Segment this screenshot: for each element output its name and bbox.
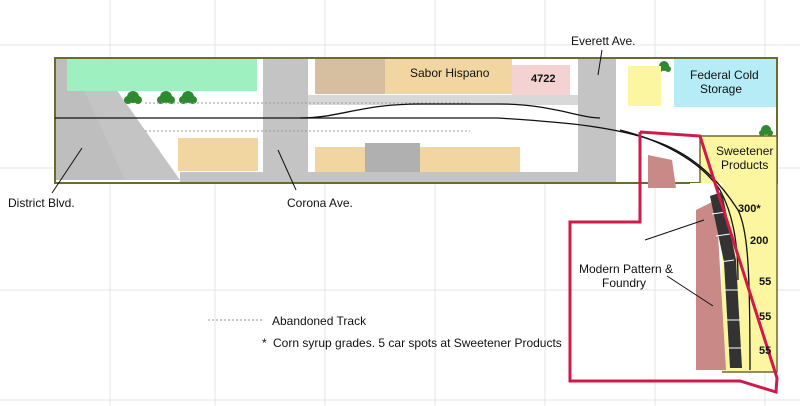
corona-ave-street [263,59,308,182]
lower-street-strip [180,172,580,182]
everett-ave-street [578,59,616,182]
car-spot-labels: 300* 200 55 55 55 [738,203,771,357]
spot-label: 55 [759,276,771,288]
legend-note-text: Corn syrup grades. 5 car spots at Sweete… [273,336,562,350]
car-spots-track [710,192,742,368]
spot-label: 200 [750,235,768,247]
label-district-blvd: District Blvd. [8,196,75,210]
label-sabor-hispano: Sabor Hispano [410,66,490,80]
label-4722: 4722 [531,73,555,85]
spot-label: 55 [759,311,771,323]
building-federal-cold-storage [674,59,776,107]
label-corona-ave: Corona Ave. [287,196,353,210]
building-tan-left [178,138,258,171]
label-sweetener: Sweetener [716,144,773,158]
legend-note-bullet: * [262,336,267,350]
building-small-yellow [628,66,661,106]
legend-abandoned-label: Abandoned Track [272,314,367,328]
tree-icon [124,61,773,136]
label-storage: Storage [700,82,742,96]
building-tan-lower-b [420,147,520,172]
mid-street [308,95,578,105]
label-everett-ave: Everett Ave. [571,34,635,48]
label-foundry-line1: Modern Pattern & [579,262,673,276]
lawn [67,59,257,91]
building-4722 [512,65,570,95]
red-area-outline [568,130,779,394]
pointer-lines [51,49,714,307]
spot-label: 300* [738,203,761,215]
building-tan-lower-a [315,147,365,172]
label-products: Products [721,158,768,172]
spot-label: 55 [759,345,771,357]
main-track [55,103,751,371]
building-foundry [696,200,726,370]
label-foundry-line2: Foundry [602,276,646,290]
building-gray-lower [365,143,420,172]
label-federal-cold: Federal Cold [690,68,759,82]
building-sabor-hispano [385,59,512,94]
building-foundry-upper [648,155,676,188]
building-brown [315,59,385,94]
